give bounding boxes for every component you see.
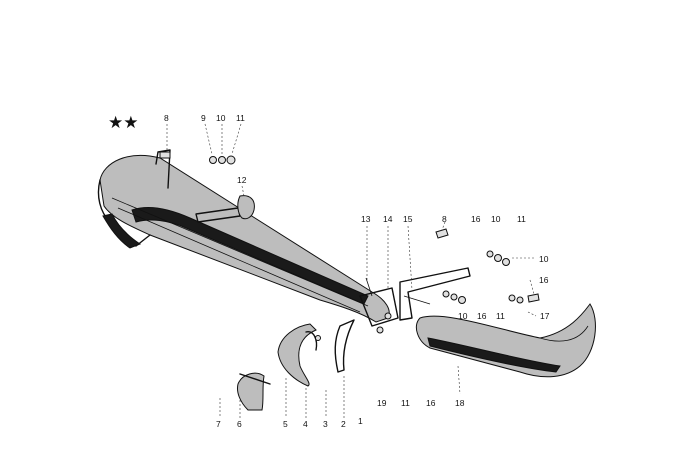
callout-11: 11: [236, 113, 245, 123]
callout-13: 13: [361, 214, 371, 224]
horn-bracket-upper: [155, 149, 171, 189]
bumper-right-corner-18: [415, 303, 596, 378]
callout-2: 2: [341, 419, 346, 429]
callout-5: 5: [283, 419, 288, 429]
overrider-4-5: [277, 323, 318, 387]
callout-12: 12: [237, 175, 247, 185]
callout-11: 11: [517, 214, 526, 224]
callout-16: 16: [426, 398, 436, 408]
callout-labels: 8 9 10 11 12 13 14 15 8 16 10 11 10 16 1…: [164, 113, 550, 429]
hardware-top-left: [209, 155, 236, 165]
leader-lines: [166, 123, 537, 418]
callout-7: 7: [216, 419, 221, 429]
bracket-12: [195, 195, 255, 223]
callout-10: 10: [539, 254, 549, 264]
callout-10: 10: [491, 214, 501, 224]
callout-17: 17: [540, 311, 550, 321]
main-bumper-bar: [97, 154, 390, 323]
callout-10: 10: [458, 311, 468, 321]
callout-8: 8: [164, 113, 169, 123]
callout-11: 11: [401, 398, 410, 408]
callout-14: 14: [383, 214, 393, 224]
callout-16: 16: [471, 214, 481, 224]
callout-16: 16: [539, 275, 549, 285]
star-marker-icon: ★★: [108, 113, 138, 133]
callout-9: 9: [201, 113, 206, 123]
callout-19: 19: [377, 398, 387, 408]
bracket-15: [399, 267, 471, 321]
callout-8: 8: [442, 214, 447, 224]
callout-16: 16: [477, 311, 487, 321]
bolt-8-right: [435, 228, 449, 239]
callout-15: 15: [403, 214, 413, 224]
callout-6: 6: [237, 419, 242, 429]
callout-18: 18: [455, 398, 465, 408]
callout-3: 3: [323, 419, 328, 429]
guard-6-bolt-7: [237, 372, 271, 411]
clamp-13-14: [359, 277, 399, 334]
hardware-right: [442, 250, 540, 304]
callout-4: 4: [303, 419, 308, 429]
trim-strip-2-3: [315, 319, 355, 373]
callout-10: 10: [216, 113, 226, 123]
callout-1: 1: [358, 416, 363, 426]
callout-11: 11: [496, 311, 505, 321]
